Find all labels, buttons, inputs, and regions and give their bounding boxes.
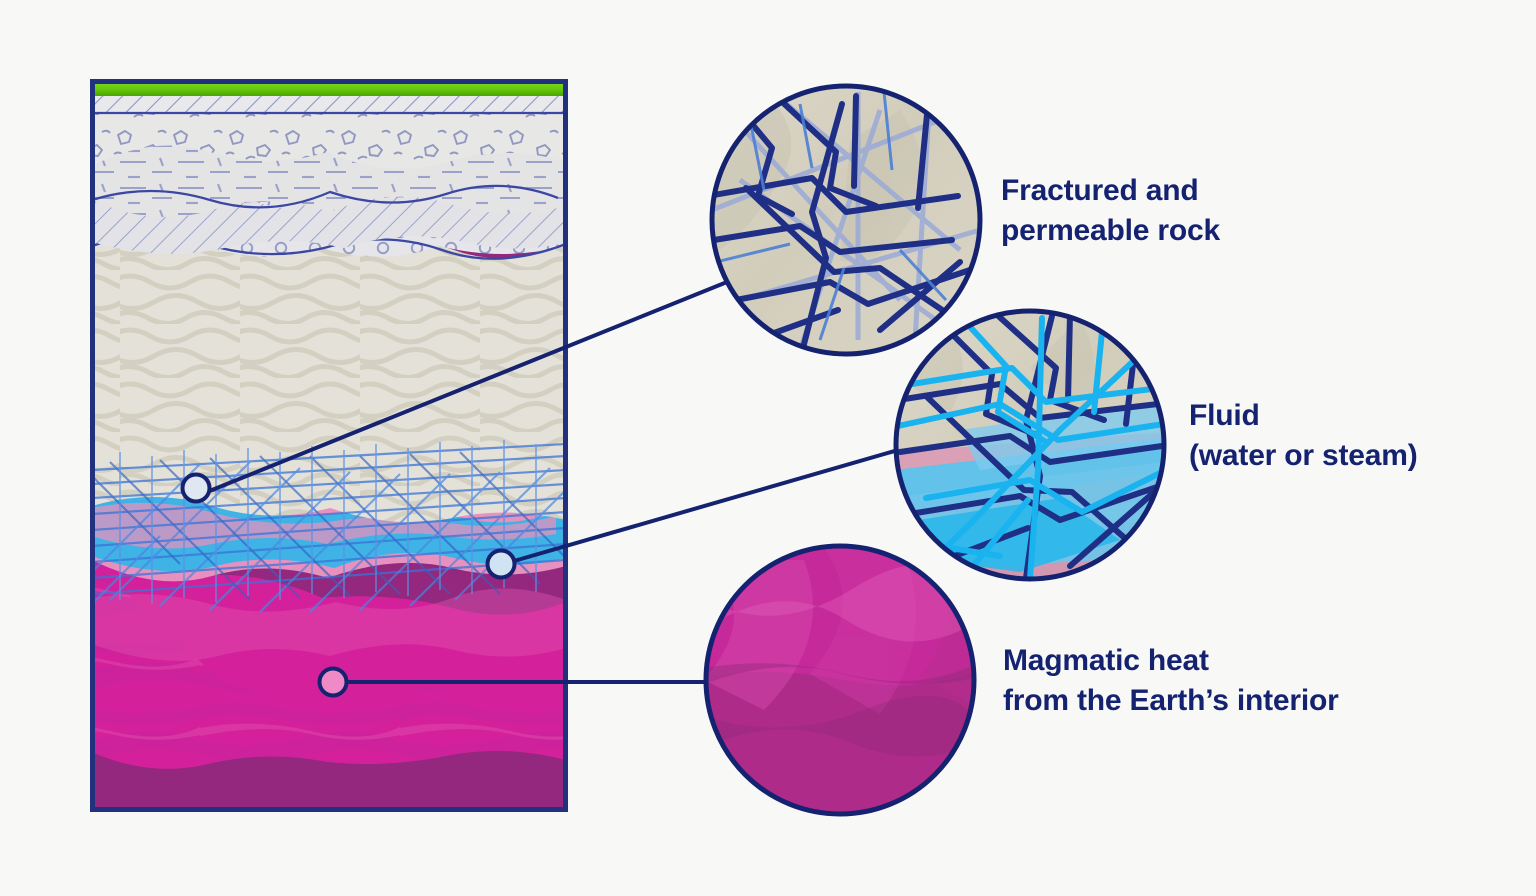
callout-fluid-content <box>897 312 1163 578</box>
layer-topsoil <box>92 95 566 114</box>
magma-light-band <box>92 588 566 661</box>
marker-fractured-rock[interactable] <box>180 472 212 504</box>
layer-grass <box>92 82 566 96</box>
callout-label-fluid: Fluid (water or steam) <box>1189 399 1418 472</box>
leader-fluid <box>512 446 907 563</box>
callout-fluid-ring <box>893 308 1167 582</box>
marker-fluid[interactable] <box>485 548 517 580</box>
callout-fractured-rock-ring <box>709 83 983 357</box>
cross-section-border <box>90 79 568 812</box>
section-markers <box>180 472 517 698</box>
marker-magma[interactable] <box>317 666 349 698</box>
callout-label-magma: Magmatic heat from the Earth’s interior <box>1003 644 1339 717</box>
callout-label-fractured-rock: Fractured and permeable rock <box>1001 174 1220 247</box>
callout-magma[interactable] <box>703 543 977 818</box>
layer-basement <box>92 226 566 523</box>
magma-upper-band <box>92 560 566 698</box>
leader-lines <box>205 280 907 684</box>
callout-magma-ring <box>703 543 977 817</box>
fracture-network <box>92 440 566 613</box>
subsurface-cross-section <box>90 79 568 812</box>
leader-fractured-rock <box>205 280 729 494</box>
callout-fractured-rock[interactable] <box>680 83 983 357</box>
callout-magma-content <box>707 547 973 813</box>
callout-fluid[interactable] <box>890 308 1167 582</box>
callout-fractured-rock-content <box>713 87 979 353</box>
layer-gravel <box>92 112 566 170</box>
bed-line-sandstone-base <box>92 184 559 209</box>
